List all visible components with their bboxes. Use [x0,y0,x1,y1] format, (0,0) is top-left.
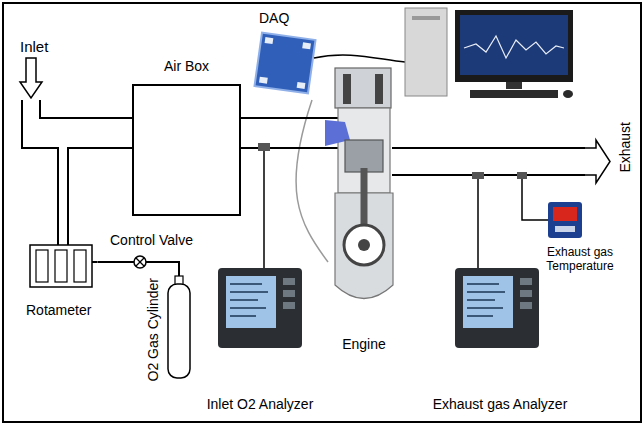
pc-tower [405,8,447,96]
exhaust-wall [392,174,585,176]
analyzer-button [283,278,295,285]
probe-line [477,179,479,268]
rotameter: Rotameter [24,240,97,318]
node-label: O2 Gas Cylinder [145,278,161,381]
node-label: Inlet O2 Analyzer [207,396,314,412]
keyboard [470,90,558,98]
analyzer-screen [226,276,276,328]
analyzer-button [520,302,532,309]
screen-readout [230,284,268,316]
daq-board [255,33,316,94]
daq-connector [259,77,268,84]
node-label: DAQ [259,10,289,26]
monitor-screen [460,15,568,75]
probe-line [522,179,548,220]
text-label: Exhaust [617,122,633,173]
analyzer-button [283,302,295,309]
valve-symbol [134,256,146,268]
duct-wall [68,148,133,245]
pc-drive [412,16,440,20]
daq-connector [265,37,274,44]
screen-readout [467,284,505,316]
frame [3,3,641,422]
node-label: Exhaust gas Analyzer [433,396,568,412]
inlet-analyzer: Inlet O2 Analyzer [200,262,320,412]
gas-cylinder-shape [168,284,190,378]
probe-line [263,151,265,268]
daq-connector [297,82,306,89]
gas-cylinder: O2 Gas Cylinder [145,276,195,384]
waveform [464,36,564,58]
gas-line [92,261,97,263]
rotameter-tube [74,250,86,282]
analyzer-body [455,268,539,348]
engine: Engine [328,62,400,352]
node-label: Air Box [164,58,209,74]
cylinder-head [335,68,391,108]
probe [517,172,527,179]
rotameter-body [30,245,92,287]
crankshaft [344,225,384,265]
node-label: Exhaust gas Temperature [534,246,626,274]
valve-symbol [136,258,144,266]
daq-icon [255,33,316,94]
connector-line [296,100,328,262]
analyzer-screen [463,276,513,328]
valve-symbol [136,258,144,266]
exhaust-wall [392,147,585,149]
duct-wall [240,117,338,119]
node-label: Rotameter [26,302,91,318]
analyzer-button [520,290,532,297]
node-label: Engine [342,336,386,352]
probe [258,143,270,151]
air-box: Air Box [130,58,243,218]
daq-module: DAQ [245,10,320,100]
rotameter-tube [55,250,67,282]
text-label: Inlet [20,38,48,55]
exhaust-arrow [585,140,610,183]
piston [345,140,383,172]
monitor-stand [506,82,522,89]
monitor [455,10,573,82]
analyzer-body [218,268,302,348]
usb-cable [314,55,405,62]
meter-display [553,207,577,221]
meter-panel [555,226,575,232]
engine-valve [375,74,383,104]
crankshaft [358,239,370,251]
text-label: Control Valve [110,232,193,248]
probe [472,172,484,179]
air-box-shape [133,85,240,215]
daq-connector [302,42,311,49]
mouse [563,90,573,98]
analyzer-button [520,278,532,285]
inlet-arrow [20,58,42,98]
meter-body [548,202,582,238]
engine-valve [343,74,351,104]
duct-wall [40,100,133,118]
temperature-meter: Exhaust gas Temperature [528,198,632,274]
exhaust-analyzer: Exhaust gas Analyzer [420,262,580,412]
rotameter-tube [36,250,48,282]
duct-wall [240,147,338,149]
analyzer-button [283,290,295,297]
duct-wall [22,100,58,245]
